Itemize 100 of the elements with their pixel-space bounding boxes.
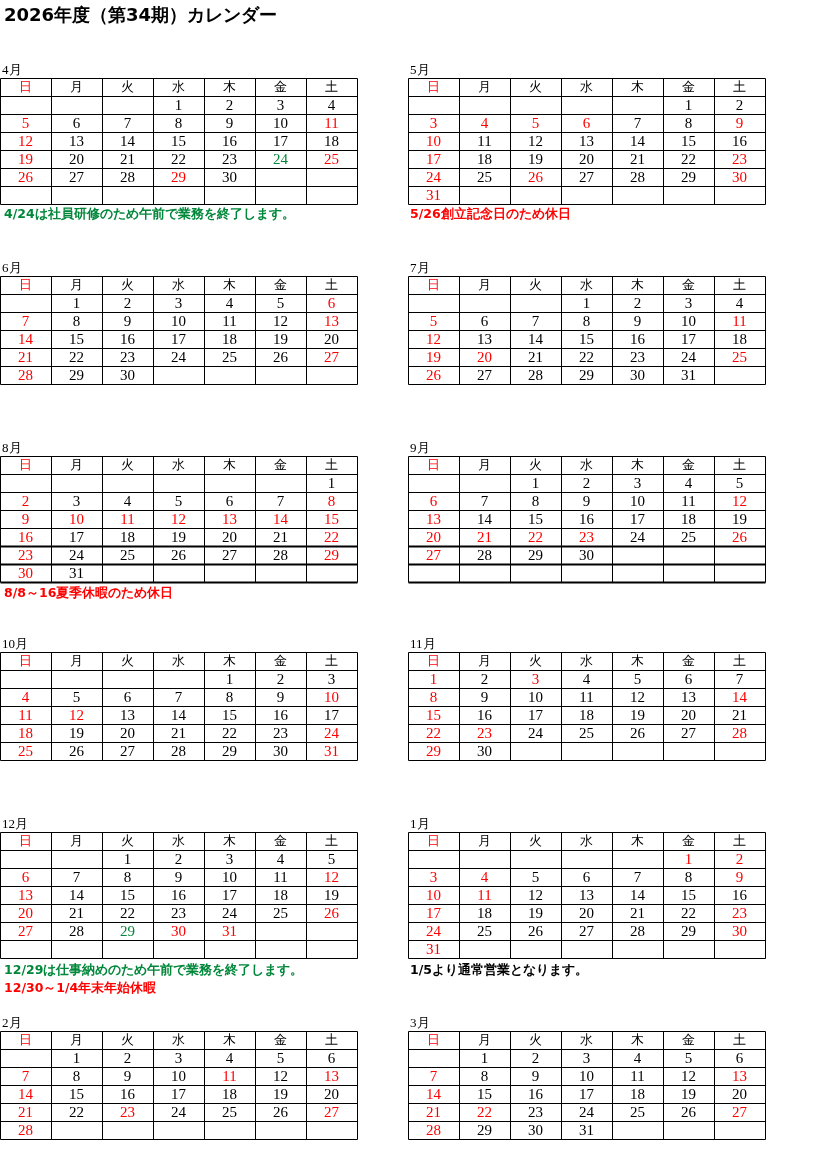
day-number: 26: [528, 923, 543, 939]
day-number: 1: [684, 97, 693, 113]
day-number: 15: [69, 1086, 84, 1102]
day-number: 17: [171, 1086, 186, 1102]
day-number: 10: [681, 313, 696, 329]
day-number: 2: [735, 851, 744, 867]
day-number: 12: [273, 1068, 288, 1084]
day-number: 27: [222, 547, 237, 563]
day-number: 23: [222, 151, 237, 167]
day-number: 31: [426, 187, 441, 203]
day-number: 30: [171, 923, 186, 939]
weekday-header: 土: [325, 79, 338, 95]
day-number: 25: [477, 923, 492, 939]
day-number: 7: [531, 313, 540, 329]
day-number: 15: [426, 707, 441, 723]
day-number: 21: [18, 1104, 33, 1120]
day-number: 23: [18, 547, 33, 563]
day-number: 9: [174, 869, 183, 885]
day-number: 12: [18, 133, 33, 149]
day-number: 28: [69, 923, 84, 939]
note-text: 12/29は仕事納めのため午前で業務を終了します。: [4, 962, 304, 978]
day-number: 1: [225, 671, 234, 687]
weekday-header: 木: [631, 277, 644, 293]
day-number: 5: [327, 851, 336, 867]
day-number: 3: [72, 493, 81, 509]
day-number: 11: [477, 887, 492, 903]
day-number: 5: [21, 115, 30, 131]
day-number: 11: [477, 133, 492, 149]
day-number: 10: [426, 133, 441, 149]
day-number: 18: [630, 1086, 645, 1102]
month-label: 11月: [410, 636, 436, 652]
day-number: 22: [681, 151, 696, 167]
day-number: 3: [429, 869, 438, 885]
day-number: 10: [273, 115, 288, 131]
day-number: 16: [120, 331, 135, 347]
day-number: 26: [732, 529, 747, 545]
weekday-header: 土: [733, 457, 746, 473]
day-number: 9: [531, 1068, 540, 1084]
day-number: 20: [579, 905, 594, 921]
weekday-header: 木: [631, 79, 644, 95]
day-number: 9: [21, 511, 30, 527]
day-number: 19: [18, 151, 33, 167]
day-number: 16: [732, 133, 747, 149]
weekday-header: 金: [682, 653, 695, 669]
day-number: 19: [681, 1086, 696, 1102]
day-number: 29: [477, 1122, 492, 1138]
day-number: 2: [480, 671, 489, 687]
day-number: 5: [633, 671, 642, 687]
day-number: 31: [681, 367, 696, 383]
day-number: 19: [273, 1086, 288, 1102]
day-number: 24: [426, 923, 441, 939]
day-number: 10: [171, 313, 186, 329]
day-number: 26: [630, 725, 645, 741]
day-number: 22: [426, 725, 441, 741]
day-number: 17: [171, 331, 186, 347]
day-number: 4: [480, 869, 489, 885]
day-number: 20: [426, 529, 441, 545]
day-number: 11: [18, 707, 33, 723]
day-number: 17: [222, 887, 237, 903]
weekday-header: 水: [172, 833, 185, 849]
weekday-header: 土: [733, 277, 746, 293]
weekday-header: 水: [580, 833, 593, 849]
day-number: 6: [225, 493, 234, 509]
day-number: 19: [732, 511, 747, 527]
weekday-header: 金: [274, 457, 287, 473]
day-number: 25: [732, 349, 747, 365]
weekday-header: 水: [172, 1032, 185, 1048]
day-number: 29: [171, 169, 186, 185]
weekday-header: 月: [70, 79, 83, 95]
weekday-header: 火: [529, 79, 542, 95]
day-number: 15: [477, 1086, 492, 1102]
day-number: 10: [222, 869, 237, 885]
day-number: 13: [426, 511, 441, 527]
day-number: 21: [528, 349, 543, 365]
day-number: 23: [120, 1104, 135, 1120]
day-number: 5: [72, 689, 81, 705]
day-number: 13: [324, 313, 339, 329]
day-number: 21: [69, 905, 84, 921]
day-number: 17: [681, 331, 696, 347]
day-number: 24: [528, 725, 543, 741]
day-number: 14: [120, 133, 135, 149]
weekday-header: 月: [478, 457, 491, 473]
day-number: 8: [123, 869, 132, 885]
day-number: 16: [222, 133, 237, 149]
day-number: 23: [120, 349, 135, 365]
day-number: 23: [171, 905, 186, 921]
day-number: 29: [222, 743, 237, 759]
day-number: 5: [276, 295, 285, 311]
day-number: 6: [429, 493, 438, 509]
day-number: 14: [171, 707, 186, 723]
day-number: 8: [480, 1068, 489, 1084]
day-number: 30: [630, 367, 645, 383]
day-number: 26: [171, 547, 186, 563]
weekday-header: 日: [427, 277, 440, 293]
day-number: 18: [477, 905, 492, 921]
day-number: 24: [681, 349, 696, 365]
day-number: 29: [426, 743, 441, 759]
weekday-header: 月: [70, 457, 83, 473]
day-number: 18: [477, 151, 492, 167]
day-number: 28: [171, 743, 186, 759]
